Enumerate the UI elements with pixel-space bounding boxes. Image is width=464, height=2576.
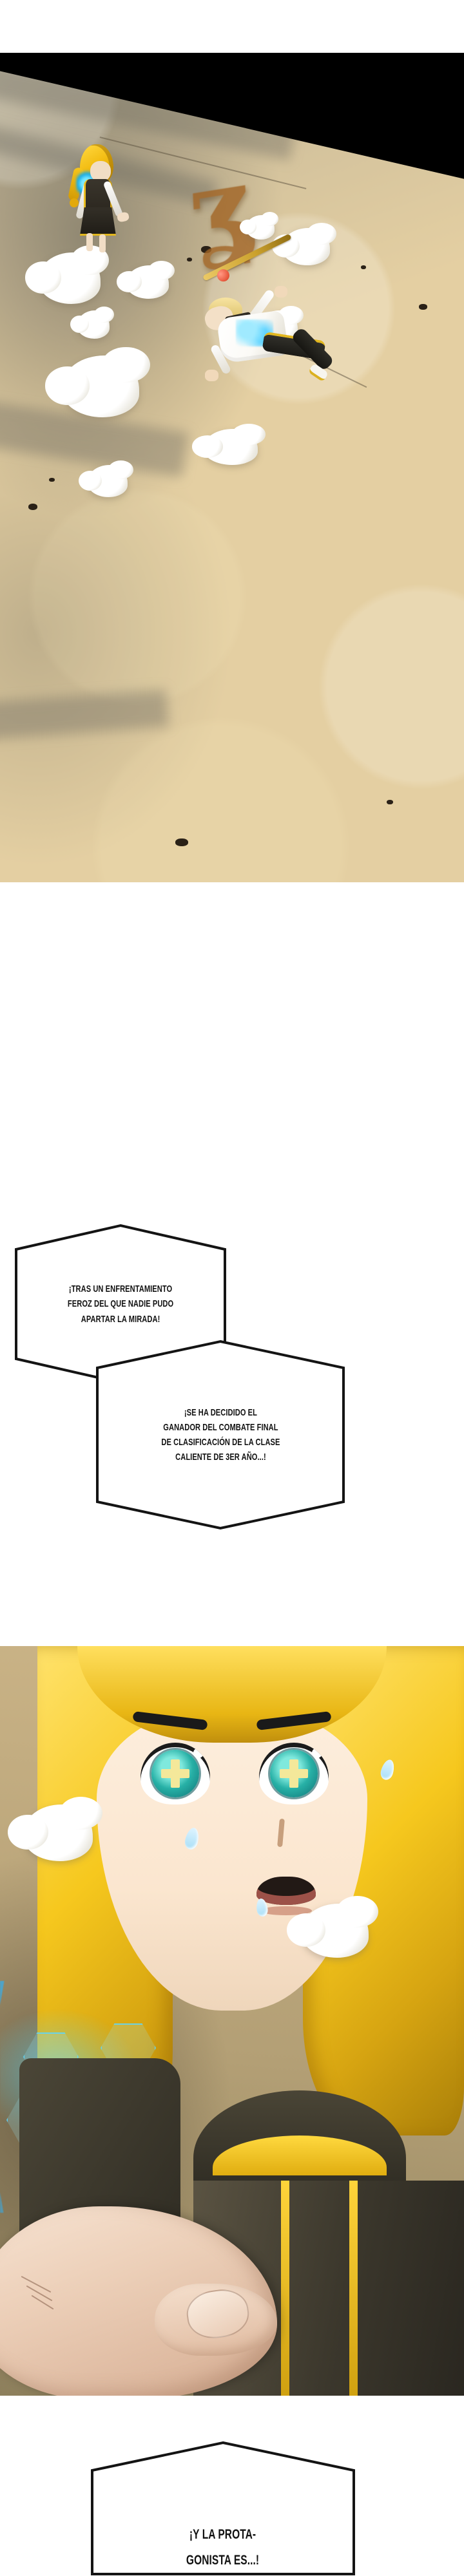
boy-fist — [205, 370, 218, 381]
bubble-3-outline — [91, 2441, 355, 2575]
floor-pebble — [201, 246, 211, 253]
knuckle-crease — [26, 2285, 53, 2302]
eye-glint — [193, 1748, 204, 1758]
boy-gripping-hand — [275, 286, 287, 298]
girl-lower-lip — [260, 1906, 312, 1915]
girl-open-mouth — [256, 1877, 316, 1905]
dust-puff — [8, 1796, 103, 1861]
floor-pebble — [419, 304, 427, 310]
uniform-gold-stripe — [281, 2181, 289, 2396]
staff-red-gem — [215, 267, 232, 284]
arena-overhead-panel: ʓ — [0, 53, 464, 882]
eye-glint — [312, 1748, 322, 1758]
dust-puff — [191, 424, 266, 465]
bubble-3-line-2: GONISTA ES...! — [186, 2553, 260, 2568]
bronze-glyph: ʓ — [185, 138, 253, 278]
girl-face — [90, 161, 111, 182]
girl-left-leg — [86, 233, 93, 251]
bubble-2-line-3: DE CLASIFICACIÓN DE LA CLASE — [160, 1437, 280, 1448]
floor-pebble — [28, 504, 37, 510]
floor-pebble — [361, 265, 366, 269]
bubble-1-line-1: ¡TRAS UN ENFRENTAMIENTO — [68, 1283, 173, 1295]
bubble-2-line-1: ¡SE HA DECIDIDO EL — [184, 1406, 257, 1418]
bubble-1-line-3: APARTAR LA MIRADA! — [81, 1313, 160, 1325]
dust-puff — [70, 306, 114, 339]
bubble-1-line-2: FEROZ DEL QUE NADIE PUDO — [67, 1298, 174, 1310]
bubble-3-text: ¡Y LA PROTA- GONISTA ES...! — [90, 2441, 356, 2576]
dust-puff — [24, 245, 110, 304]
bubble-2-line-2: GANADOR DEL COMBATE FINAL — [162, 1421, 278, 1433]
floor-shadow-band — [0, 689, 169, 742]
closeup-face-panel: LEE ANTES ZONAOLYMPUS.COM — [0, 1646, 464, 2396]
girl-right-leg — [99, 234, 106, 252]
cross-pupil-icon — [161, 1769, 189, 1778]
dust-puff — [44, 346, 150, 417]
bubble-2-text: ¡SE HA DECIDIDO EL GANADOR DEL COMBATE F… — [95, 1340, 345, 1530]
girl-right-iris — [270, 1750, 318, 1797]
knuckle-crease — [31, 2295, 54, 2310]
bubble-1-text: ¡TRAS UN ENFRENTAMIENTO FEROZ DEL QUE NA… — [14, 1224, 227, 1385]
character-girl-blonde — [67, 144, 130, 252]
dust-puff — [271, 222, 337, 265]
floor-pebble — [175, 838, 188, 846]
dust-puff — [79, 460, 133, 497]
dust-puff — [240, 211, 279, 240]
girl-right-eye — [259, 1743, 329, 1804]
dust-puff — [117, 260, 175, 299]
dust-puff — [287, 1896, 378, 1958]
floor-pebble — [49, 478, 55, 482]
girl-left-eye — [140, 1743, 210, 1804]
narration-bubble-2: ¡SE HA DECIDIDO EL GANADOR DEL COMBATE F… — [95, 1340, 345, 1530]
girl-skirt — [80, 207, 116, 236]
bubble-3-line-1: ¡Y LA PROTA- — [189, 2527, 256, 2543]
narration-bubble-3: ¡Y LA PROTA- GONISTA ES...! — [90, 2441, 356, 2576]
girl-left-iris — [151, 1750, 199, 1797]
closeup-face-art: LEE ANTES ZONAOLYMPUS.COM — [0, 1646, 464, 2396]
girl-right-hand — [116, 211, 130, 223]
uniform-gold-stripe — [349, 2181, 358, 2396]
bubble-2-line-4: CALIENTE DE 3ER AÑO...! — [175, 1452, 266, 1463]
floor-pebble — [387, 800, 393, 804]
arena-floor-art: ʓ — [0, 71, 464, 882]
character-boy-staff — [186, 233, 335, 398]
cross-pupil-icon — [280, 1769, 308, 1778]
floor-pebble — [187, 258, 192, 261]
bubble-2-outline — [96, 1340, 345, 1530]
girl-braid-tip — [70, 198, 79, 207]
